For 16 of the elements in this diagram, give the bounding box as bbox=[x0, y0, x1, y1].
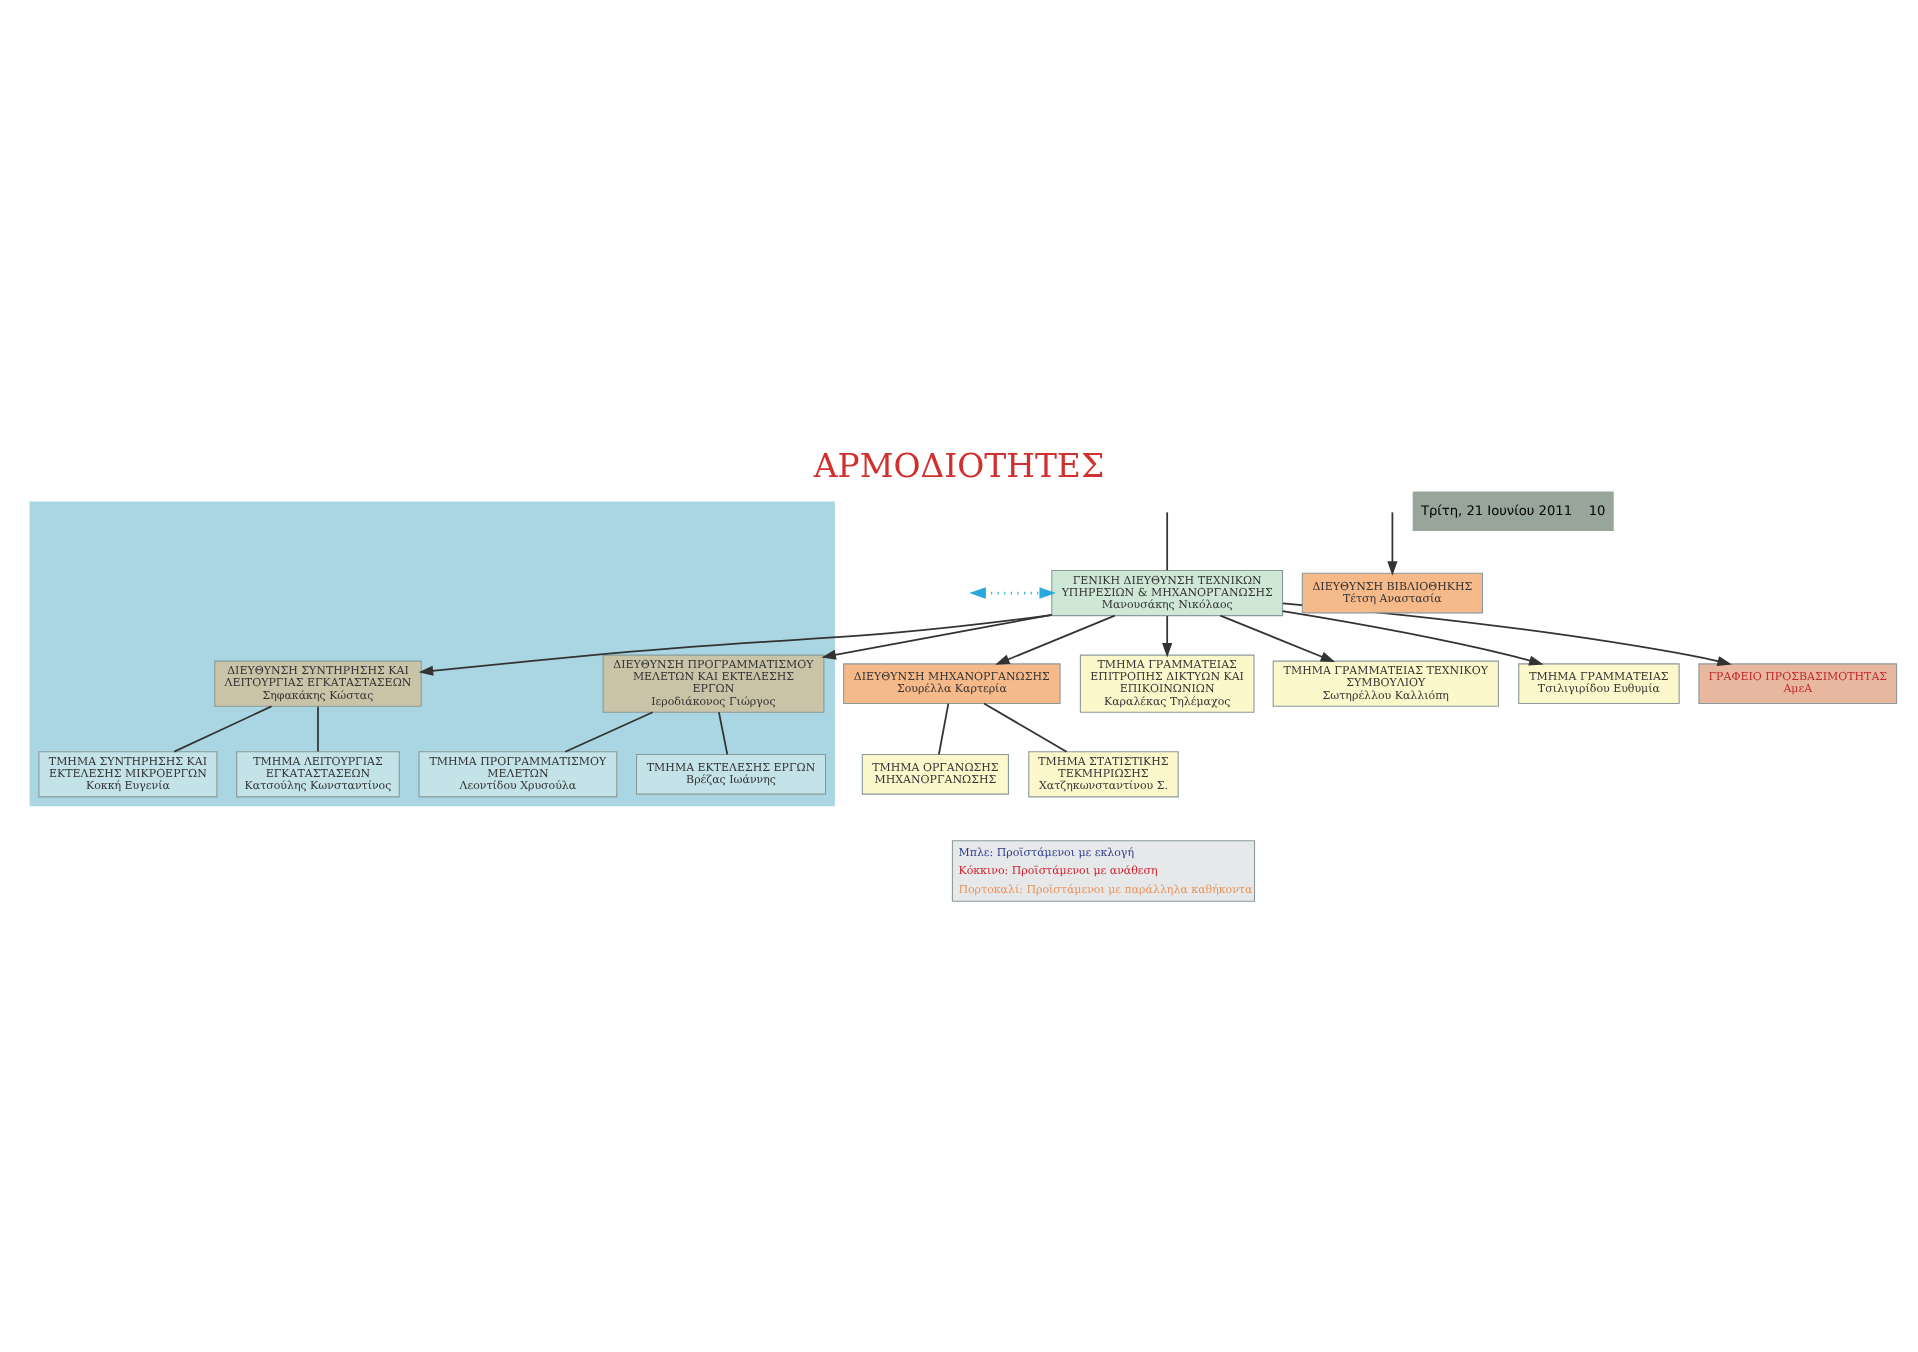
connector bbox=[1166, 511, 1169, 572]
connector bbox=[938, 702, 950, 756]
arrow bbox=[1281, 610, 1544, 666]
connector bbox=[983, 702, 1068, 753]
connector bbox=[173, 705, 273, 753]
connector bbox=[564, 711, 654, 753]
arrow bbox=[969, 587, 1056, 599]
arrow bbox=[418, 614, 1053, 676]
connector bbox=[317, 705, 319, 753]
arrow bbox=[1219, 614, 1336, 663]
arrow bbox=[1387, 511, 1398, 576]
connector bbox=[718, 711, 729, 756]
diagram-title: ΑΡΜΟΔΙΟΤΗΤΕΣ bbox=[813, 447, 1105, 486]
arrow bbox=[1162, 615, 1173, 658]
arrow bbox=[995, 614, 1116, 665]
arrow bbox=[821, 614, 1053, 660]
